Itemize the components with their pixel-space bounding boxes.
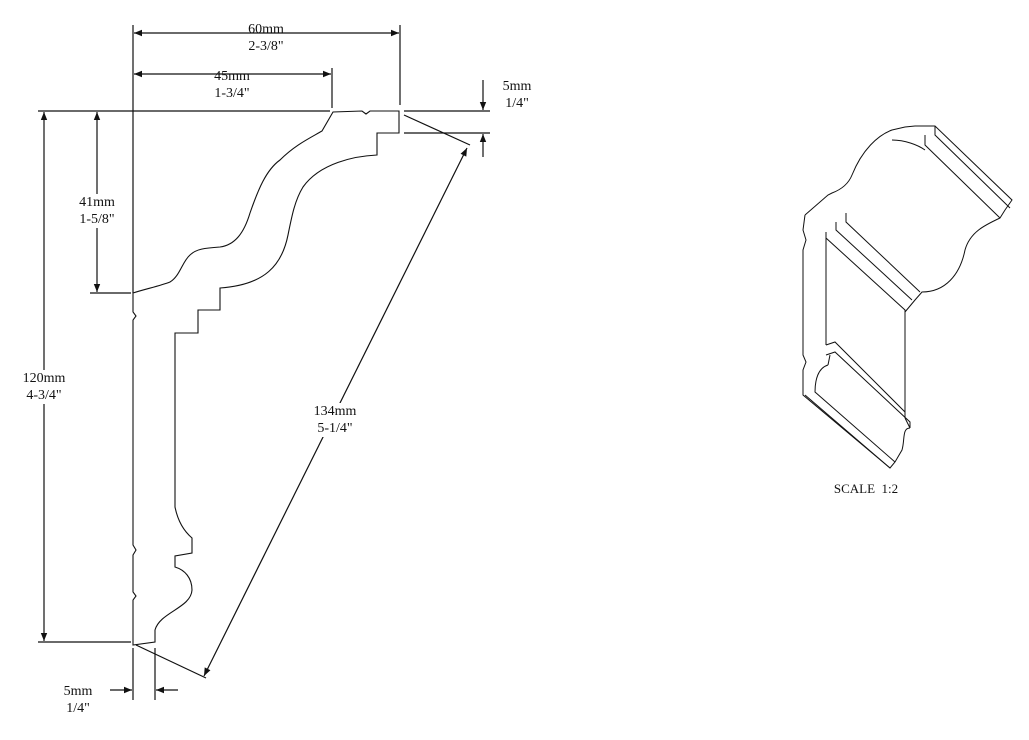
label-5mm-top: 5mm 1/4" bbox=[503, 78, 532, 112]
molding-profile bbox=[132, 110, 400, 646]
imperial-value: 4-3/4" bbox=[26, 388, 62, 403]
scale-caption: SCALE 1:2 bbox=[833, 481, 899, 496]
metric-value: 134mm bbox=[313, 404, 357, 419]
label-120mm: 120mm 4-3/4" bbox=[22, 370, 66, 404]
imperial-value: 1-5/8" bbox=[79, 212, 115, 227]
metric-value: 41mm bbox=[79, 195, 115, 210]
imperial-value: 1/4" bbox=[66, 701, 90, 716]
extension-line bbox=[135, 644, 207, 679]
label-41mm: 41mm 1-5/8" bbox=[79, 194, 115, 228]
imperial-value: 1/4" bbox=[505, 96, 529, 111]
metric-value: 5mm bbox=[63, 684, 93, 699]
label-45mm: 45mm 1-3/4" bbox=[214, 68, 250, 102]
metric-value: 45mm bbox=[214, 69, 250, 84]
imperial-value: 2-3/8" bbox=[248, 39, 284, 54]
metric-value: 60mm bbox=[248, 22, 284, 37]
imperial-value: 5-1/4" bbox=[317, 421, 353, 436]
label-60mm: 60mm 2-3/8" bbox=[248, 21, 284, 55]
metric-value: 120mm bbox=[22, 371, 66, 386]
extension-line bbox=[403, 114, 471, 146]
isometric-view bbox=[802, 125, 1013, 469]
imperial-value: 1-3/4" bbox=[214, 86, 250, 101]
metric-value: 5mm bbox=[502, 79, 532, 94]
label-134mm: 134mm 5-1/4" bbox=[313, 403, 357, 437]
label-5mm-bottom: 5mm 1/4" bbox=[64, 683, 93, 717]
